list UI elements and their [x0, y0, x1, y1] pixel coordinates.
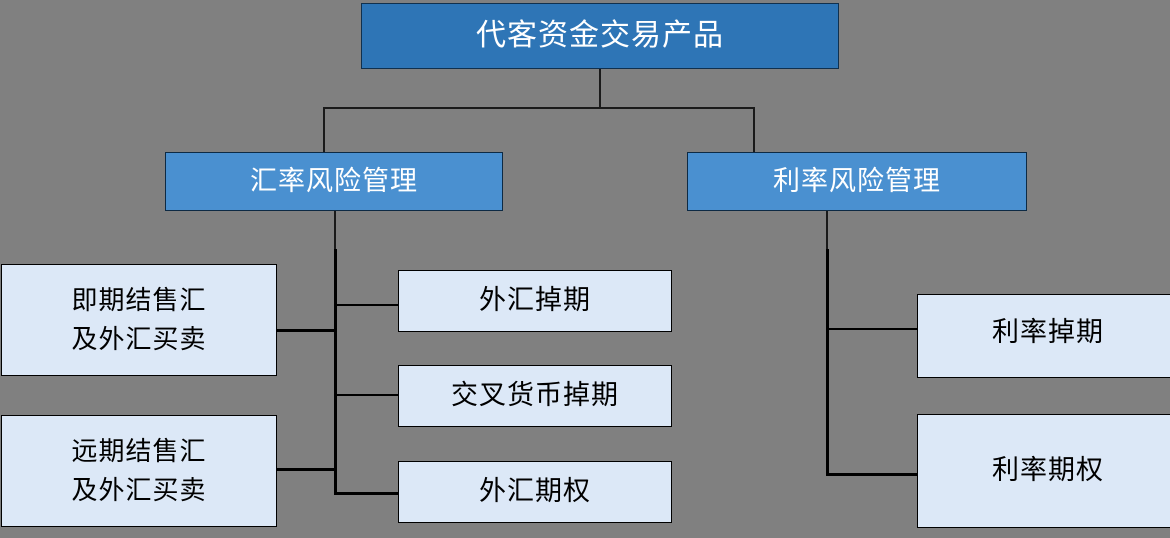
- connector-root-stem: [599, 69, 601, 109]
- node-cross-currency-swap[interactable]: 交叉货币掉期: [398, 365, 672, 427]
- node-interest-rate-option[interactable]: 利率期权: [917, 414, 1170, 528]
- connector-ir-spine-upper: [826, 211, 828, 251]
- node-interest-rate-swap[interactable]: 利率掉期: [917, 294, 1170, 378]
- connector-ir-to-iroption: [826, 473, 918, 476]
- connector-root-to-fx: [323, 107, 325, 152]
- node-fx-swap[interactable]: 外汇掉期: [398, 270, 672, 332]
- connector-fx-to-ccs: [334, 394, 398, 396]
- connector-ir-spine: [826, 249, 829, 475]
- node-spot-settlement-and-fx-trading[interactable]: 即期结售汇 及外汇买卖: [1, 264, 277, 376]
- connector-fx-to-forward: [277, 468, 337, 471]
- connector-fx-to-fxswap: [334, 304, 398, 306]
- connector-fx-to-spot: [277, 329, 337, 332]
- node-forward-settlement-and-fx-trading[interactable]: 远期结售汇 及外汇买卖: [1, 415, 277, 527]
- connector-ir-to-irswap: [826, 328, 918, 330]
- connector-fx-to-fxoption: [334, 492, 398, 495]
- node-interest-rate-risk-management[interactable]: 利率风险管理: [687, 152, 1027, 211]
- node-fx-option[interactable]: 外汇期权: [398, 461, 672, 523]
- node-fx-risk-management[interactable]: 汇率风险管理: [165, 152, 503, 211]
- connector-fx-spine-upper: [334, 211, 336, 251]
- node-root-client-fund-trading-products[interactable]: 代客资金交易产品: [361, 3, 839, 69]
- connector-root-bar: [323, 107, 755, 109]
- connector-fx-spine: [334, 249, 337, 494]
- connector-root-to-ir: [753, 107, 755, 152]
